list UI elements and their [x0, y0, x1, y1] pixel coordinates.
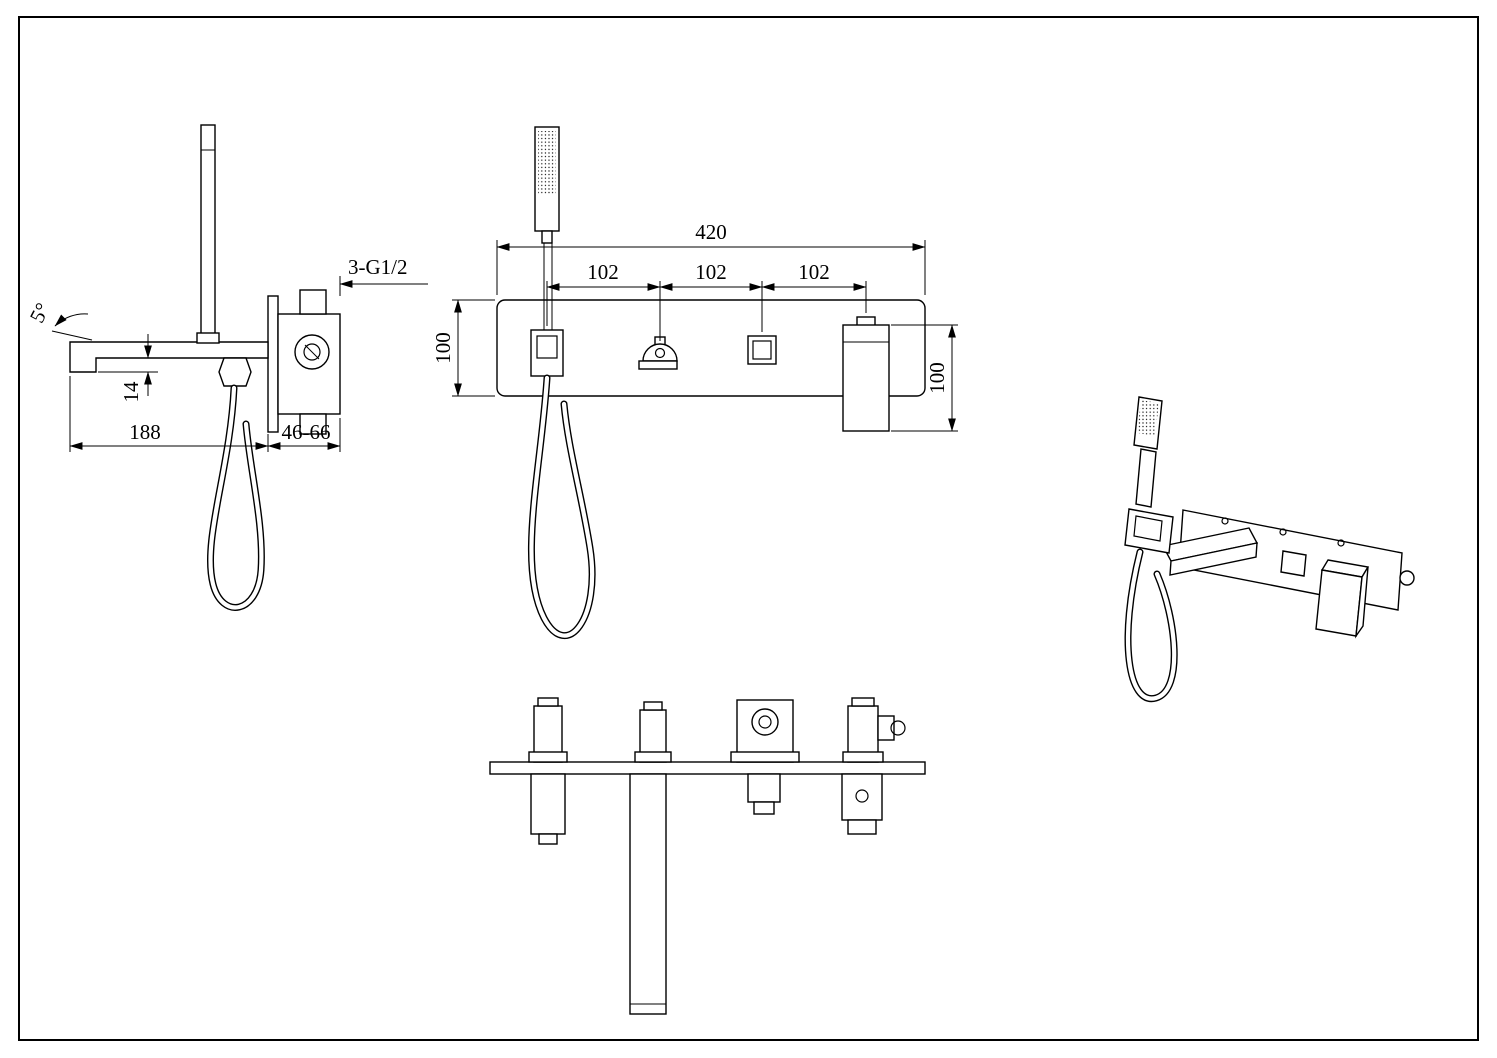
square-button-iso	[1280, 550, 1307, 577]
handle-bottom	[841, 773, 883, 835]
holder-bottom	[530, 773, 566, 845]
mixer-handle-iso	[1315, 559, 1370, 639]
wall-plate-side	[267, 295, 279, 433]
dim-label-spacing-c: 102	[798, 260, 830, 284]
spout-bottom	[629, 773, 667, 1015]
dim-drop: 14	[98, 334, 158, 403]
dim-reach: 188	[69, 376, 269, 452]
screw-icon	[1279, 528, 1287, 536]
mounting-plate-front	[496, 299, 926, 397]
diverter-body	[730, 699, 800, 763]
dim-label-spacing-b: 102	[695, 260, 727, 284]
sheet-border	[18, 16, 1479, 1041]
dim-label-plate-height: 100	[431, 332, 455, 364]
hand-shower-iso	[1133, 396, 1163, 508]
dim-label-drop: 14	[119, 381, 143, 403]
hand-shower-side	[200, 124, 216, 336]
dim-label-angle: 5°	[25, 299, 55, 327]
mixer-handle-front	[842, 316, 890, 432]
side-knob-iso	[1399, 570, 1415, 586]
dim-depth-range: 46-66	[267, 418, 341, 452]
bottom-view	[489, 697, 926, 1015]
dim-label-handle-height: 100	[925, 362, 949, 394]
valve-body-4	[842, 697, 906, 763]
square-button	[747, 335, 777, 365]
angle-annotation: 5°	[25, 299, 93, 341]
hose-nut	[218, 357, 252, 387]
dim-label-reach: 188	[129, 420, 161, 444]
hand-shower-holder-iso	[1124, 508, 1174, 554]
mounting-plate-bottom	[489, 761, 926, 775]
diverter-knob	[638, 336, 678, 370]
screw-icon	[1221, 517, 1229, 525]
dim-port-spacing: 102 102 102	[546, 260, 867, 341]
valve-body-2	[634, 701, 672, 763]
screw-icon	[1337, 539, 1345, 547]
dim-label-depth: 46-66	[282, 420, 331, 444]
diverter-bottom	[747, 773, 781, 815]
isometric-view	[1124, 396, 1415, 703]
dim-label-thread: 3-G1/2	[348, 255, 408, 279]
dim-handle-height: 100	[891, 324, 958, 432]
thread-callout: 3-G1/2	[339, 255, 428, 296]
valve-body-1	[528, 697, 568, 763]
spout-side	[69, 341, 269, 373]
hand-shower-holder-front	[530, 329, 564, 377]
dim-plate-width: 420	[496, 220, 926, 295]
spout-iso	[1161, 527, 1259, 576]
side-view: 5° 14 188 46-66 3-G1/2	[25, 124, 428, 611]
dim-label-width: 420	[695, 220, 727, 244]
dim-label-spacing-a: 102	[587, 260, 619, 284]
dim-plate-height: 100	[431, 299, 495, 397]
front-view: 420 102 102 102 100 100	[431, 126, 958, 640]
